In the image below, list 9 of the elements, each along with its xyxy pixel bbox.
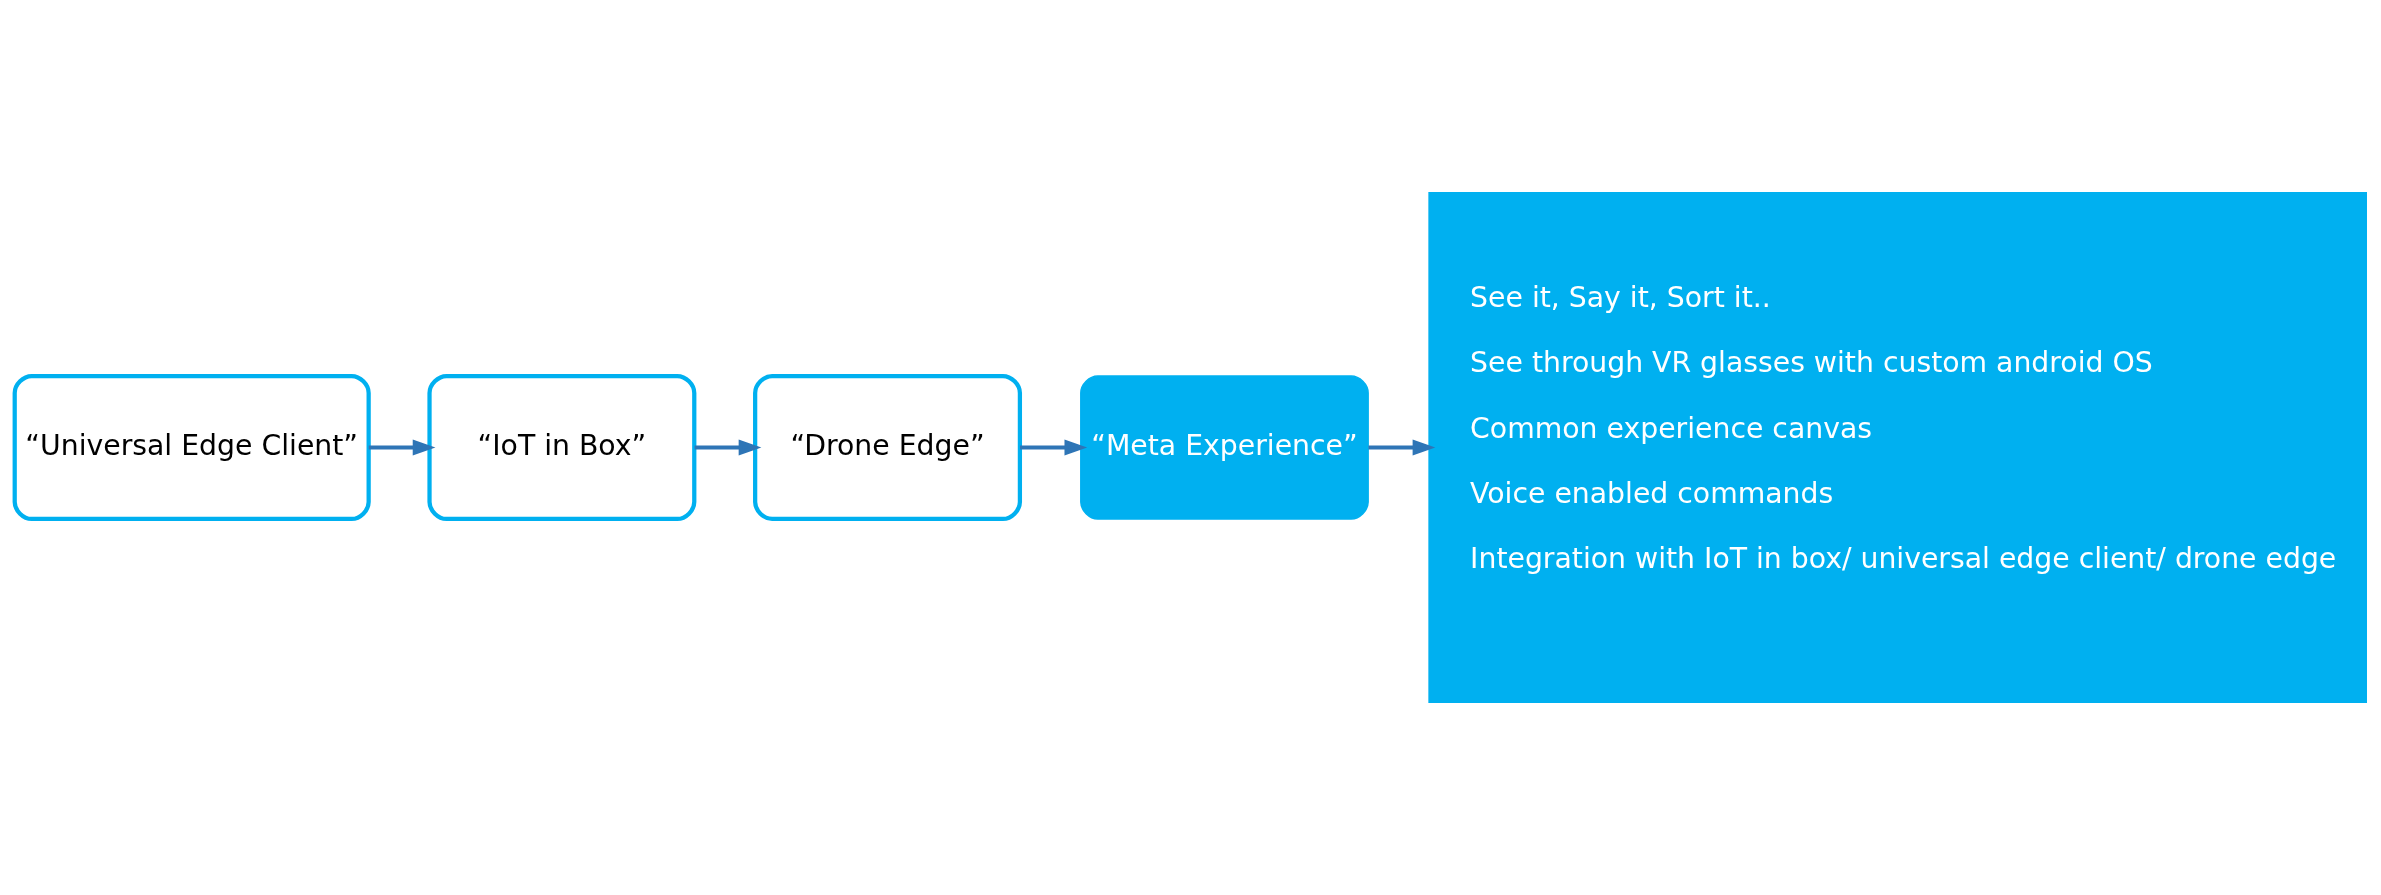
node-box: “IoT in Box” <box>427 373 697 522</box>
arrow <box>694 439 762 456</box>
arrow <box>1020 439 1088 456</box>
arrow <box>368 439 436 456</box>
node-box: “Universal Edge Client” <box>12 373 371 522</box>
arrow <box>1368 439 1436 456</box>
node-box: “Drone Edge” <box>753 373 1023 522</box>
node-box: “Meta Experience” <box>1080 375 1369 520</box>
node-box: See it, Say it, Sort it.. See through VR glasses with custom android OS Common experience canvas Voice enabled commands Integration with IoT in box/ universal edge client/ drone edge <box>1428 191 2367 704</box>
